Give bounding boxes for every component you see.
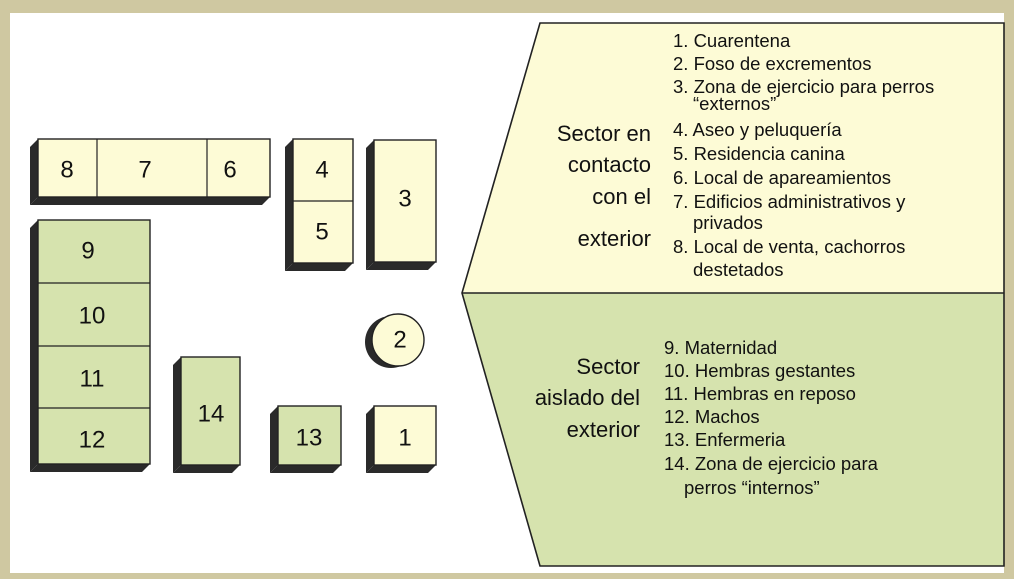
sector-external-title-line-4: exterior (578, 226, 651, 251)
block-label-8: 8 (60, 157, 73, 184)
sector-external-title-line-3: con el (592, 184, 651, 209)
block-9-12 (30, 219, 151, 472)
sector-isolated-title-line-2: aislado del (535, 385, 640, 410)
block-label-9: 9 (81, 238, 94, 265)
block-label-12: 12 (79, 427, 106, 454)
block-2-pit (365, 313, 425, 368)
sector-panel (461, 22, 1005, 567)
sector-isolated-title-line-1: Sector (576, 354, 640, 379)
block-label-14: 14 (198, 401, 225, 428)
block-label-2: 2 (393, 327, 406, 354)
block-label-4: 4 (315, 157, 328, 184)
isolated-item-12: 12. Machos (664, 406, 760, 427)
block-label-3: 3 (398, 186, 411, 213)
sector-external-title-line-2: contacto (568, 152, 651, 177)
isolated-item-10: 10. Hembras gestantes (664, 360, 855, 381)
isolated-item-13: 13. Enfermeria (664, 429, 786, 450)
isolated-item-9: 9. Maternidad (664, 337, 777, 358)
block-label-1: 1 (398, 425, 411, 452)
block-label-5: 5 (315, 219, 328, 246)
block-8-7-6 (30, 138, 271, 205)
block-label-11: 11 (80, 366, 105, 393)
isolated-item-11: 11. Hembras en reposo (664, 383, 856, 404)
sector-panel-outline (461, 22, 1005, 567)
external-item-7-cont: privados (693, 212, 763, 233)
external-item-3: 3. Zona de ejercicio para perros (673, 76, 934, 97)
block-label-13: 13 (296, 425, 323, 452)
block-label-10: 10 (79, 303, 106, 330)
block-14 (173, 356, 241, 473)
block-label-6: 6 (223, 157, 236, 184)
block-13 (270, 405, 342, 473)
sector-external-area (462, 23, 1004, 293)
external-item-8: 8. Local de venta, cachorros (673, 236, 905, 257)
isolated-item-14-cont: perros “internos” (684, 477, 820, 498)
sector-isolated-title-line-3: exterior (567, 417, 640, 442)
block-4-5 (285, 138, 354, 271)
external-item-3-cont: “externos” (693, 93, 776, 114)
external-item-2: 2. Foso de excrementos (673, 53, 871, 74)
block-label-7: 7 (138, 157, 151, 184)
external-item-1: 1. Cuarentena (673, 30, 791, 51)
external-item-6: 6. Local de apareamientos (673, 167, 891, 188)
external-item-4: 4. Aseo y peluquería (673, 119, 842, 140)
sector-external-title-line-1: Sector en (557, 121, 651, 146)
block-3 (366, 139, 437, 270)
external-item-5: 5. Residencia canina (673, 143, 845, 164)
external-item-8-cont: destetados (693, 259, 784, 280)
sector-isolated-area (462, 293, 1004, 566)
isolated-item-14: 14. Zona de ejercicio para (664, 453, 879, 474)
external-item-7: 7. Edificios administrativos y (673, 191, 906, 212)
block-1 (366, 405, 437, 473)
